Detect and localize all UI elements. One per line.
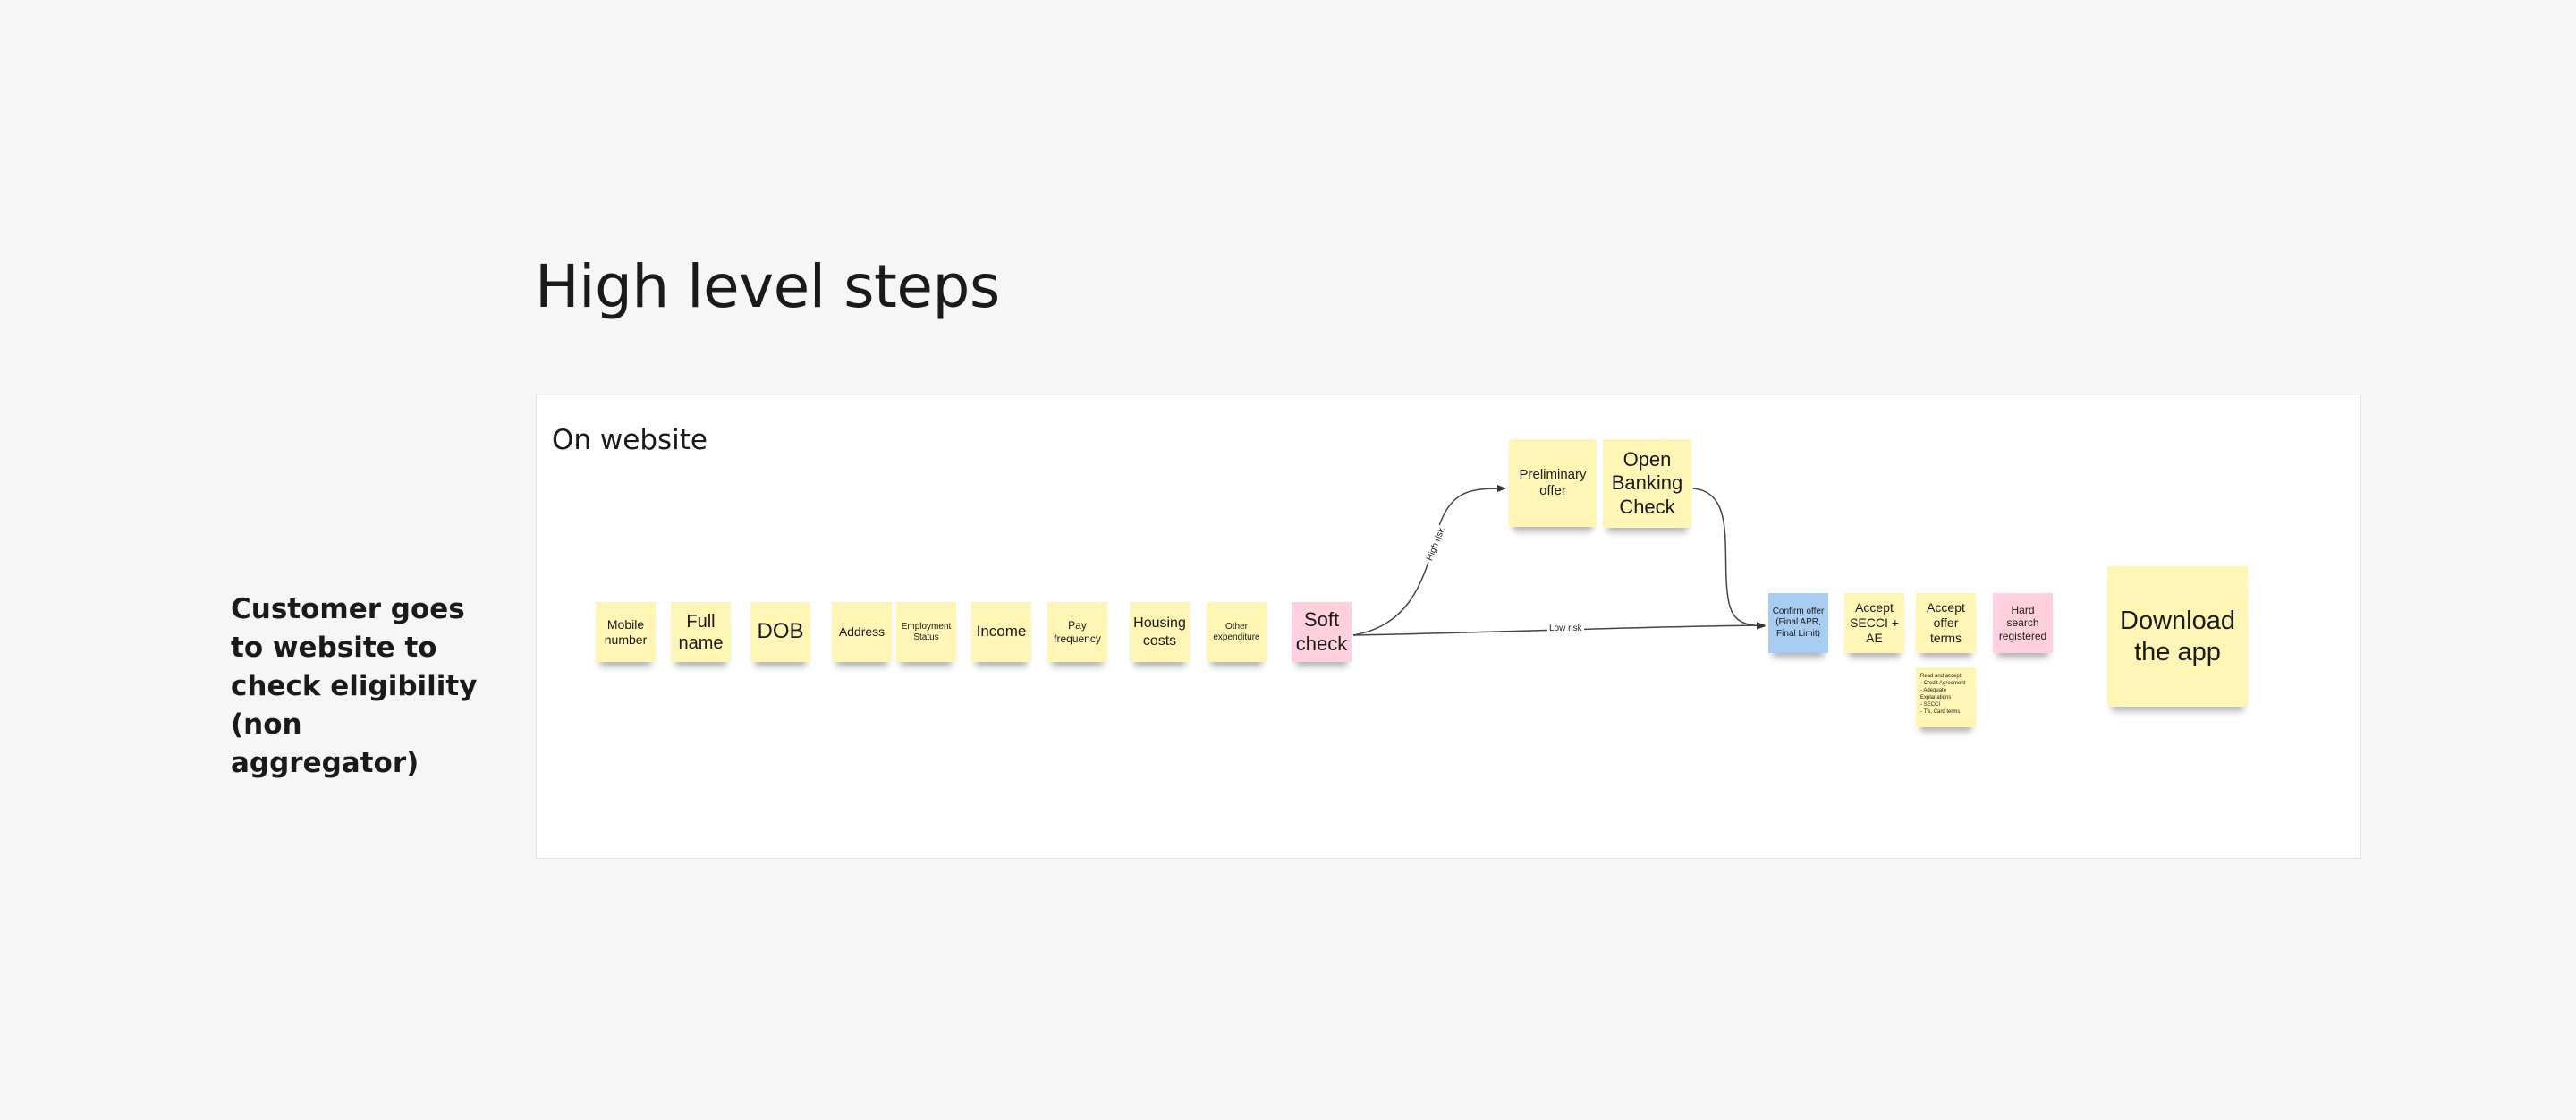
sticky-preliminary-offer[interactable]: Preliminary offer (1509, 439, 1597, 527)
sticky-open-banking-check[interactable]: Open Banking Check (1603, 439, 1691, 528)
terms-note-item: Adequate Explanations (1920, 687, 1971, 701)
sticky-income[interactable]: Income (971, 602, 1031, 662)
terms-note-item: Credit Agreement (1920, 680, 1971, 687)
sticky-address[interactable]: Address (832, 602, 892, 662)
sticky-employment-status[interactable]: Employment Status (896, 602, 956, 662)
sticky-confirm-offer[interactable]: Confirm offer (Final APR, Final Limit) (1768, 593, 1828, 653)
open-banking-connector (1692, 488, 1766, 630)
sticky-terms-note[interactable]: Read and accept: Credit Agreement Adequa… (1916, 667, 1976, 727)
page-title: High level steps (535, 252, 1000, 321)
sticky-pay-frequency[interactable]: Pay frequency (1047, 602, 1107, 662)
terms-note-item: T's, Card terms (1920, 708, 1971, 716)
sticky-soft-check[interactable]: Soft check (1292, 602, 1352, 662)
sticky-other-expenditure[interactable]: Other expenditure (1207, 602, 1267, 662)
terms-note-title: Read and accept: (1920, 674, 1963, 679)
terms-note-item: SECCI (1920, 701, 1971, 708)
terms-note-list: Credit Agreement Adequate Explanations S… (1920, 680, 1971, 716)
sticky-mobile-number[interactable]: Mobile number (596, 602, 656, 662)
sticky-full-name[interactable]: Full name (671, 602, 731, 662)
sticky-accept-secci-ae[interactable]: Accept SECCI + AE (1844, 593, 1904, 653)
frame-label: On website (552, 424, 708, 456)
sticky-hard-search[interactable]: Hard search registered (1993, 593, 2053, 653)
lane-label: Customer goes to website to check eligib… (231, 593, 478, 779)
sticky-dob[interactable]: DOB (750, 602, 810, 662)
sticky-housing-costs[interactable]: Housing costs (1130, 602, 1190, 662)
sticky-download-app[interactable]: Download the app (2107, 566, 2248, 707)
low-risk-label: Low risk (1547, 624, 1584, 633)
sticky-accept-offer-terms[interactable]: Accept offer terms (1916, 593, 1976, 653)
